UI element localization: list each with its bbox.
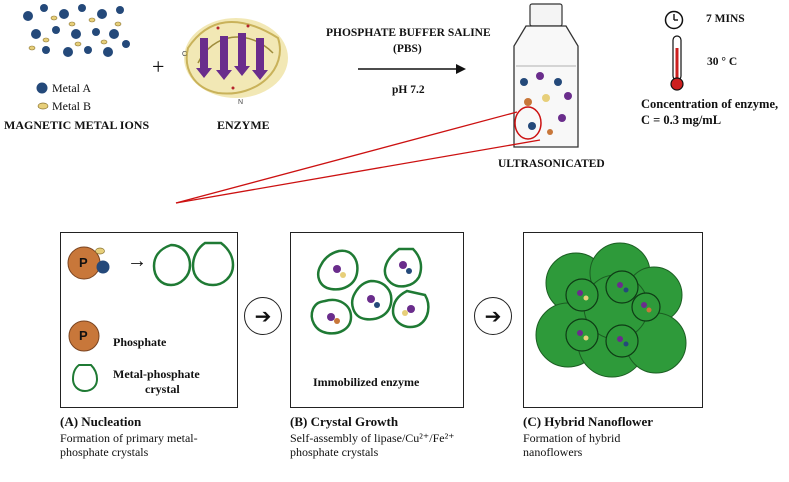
enzyme-illustration: CN (182, 18, 288, 106)
clock-icon (664, 10, 684, 30)
caption-b-title: (B) Crystal Growth (290, 414, 399, 429)
metal-b-icon (37, 102, 49, 110)
bottle-illustration (513, 3, 579, 148)
process-arrow (358, 64, 466, 74)
time-label: 7 MINS (706, 13, 745, 25)
caption-b-desc: Self-assembly of lipase/Cu²⁺/Fe²⁺ phosph… (290, 431, 455, 459)
crystal-legend-label-2: crystal (145, 382, 180, 396)
metal-a-label: Metal A (52, 81, 91, 95)
phosphate-legend-label: Phosphate (113, 335, 167, 349)
nucleation-arrow: → (127, 250, 147, 272)
metal-b-label: Metal B (52, 99, 91, 113)
ultrasonicated-label: ULTRASONICATED (498, 158, 605, 170)
panel-hybrid-nanoflower (523, 232, 703, 408)
svg-text:C: C (182, 51, 187, 58)
step-arrow-2: ➔ (474, 297, 512, 335)
metal-ions-cluster (23, 4, 130, 57)
concentration-line1: Concentration of enzyme, (641, 97, 779, 111)
plus-sign: + (152, 54, 165, 79)
concentration-line2: C = 0.3 mg/mL (641, 113, 722, 127)
immobilized-enzyme-label: Immobilized enzyme (313, 375, 420, 389)
arrow-right-icon: ➔ (484, 304, 502, 328)
step-arrow-1: ➔ (244, 297, 282, 335)
pbs-title: PHOSPHATE BUFFER SALINE (326, 27, 491, 39)
svg-text:N: N (238, 99, 243, 106)
nanoflower-cluster (535, 242, 687, 378)
magnetic-metal-ions-label: MAGNETIC METAL IONS (4, 118, 150, 132)
crystal-legend-label-1: Metal-phosphate (113, 367, 200, 381)
phosphate-letter: P (79, 255, 88, 270)
temperature-label: 30 ° C (707, 56, 738, 68)
crystal-legend-icon (71, 364, 99, 393)
phosphate-legend-icon (68, 320, 100, 352)
metal-a-icon (36, 82, 48, 94)
ph-label: pH 7.2 (392, 84, 425, 96)
panel-crystal-growth: Immobilized enzyme (290, 232, 464, 408)
phosphate-with-metal-icon (67, 246, 110, 280)
primary-crystals (152, 241, 235, 287)
crystal-growth-cluster (310, 247, 430, 335)
caption-a-desc: Formation of primary metal-phosphate cry… (60, 431, 198, 459)
caption-c-title: (C) Hybrid Nanoflower (523, 414, 653, 429)
caption-c-desc: Formation of hybrid nanoflowers (523, 431, 621, 459)
thermometer-icon (670, 35, 684, 91)
enzyme-label: ENZYME (217, 118, 270, 132)
pbs-abbrev: (PBS) (393, 43, 422, 55)
panel-nucleation: P → P Phosphate Metal-phosphate crystal (60, 232, 238, 408)
arrow-right-icon: ➔ (254, 304, 272, 328)
phosphate-legend-letter: P (79, 328, 88, 343)
caption-a-title: (A) Nucleation (60, 414, 142, 429)
